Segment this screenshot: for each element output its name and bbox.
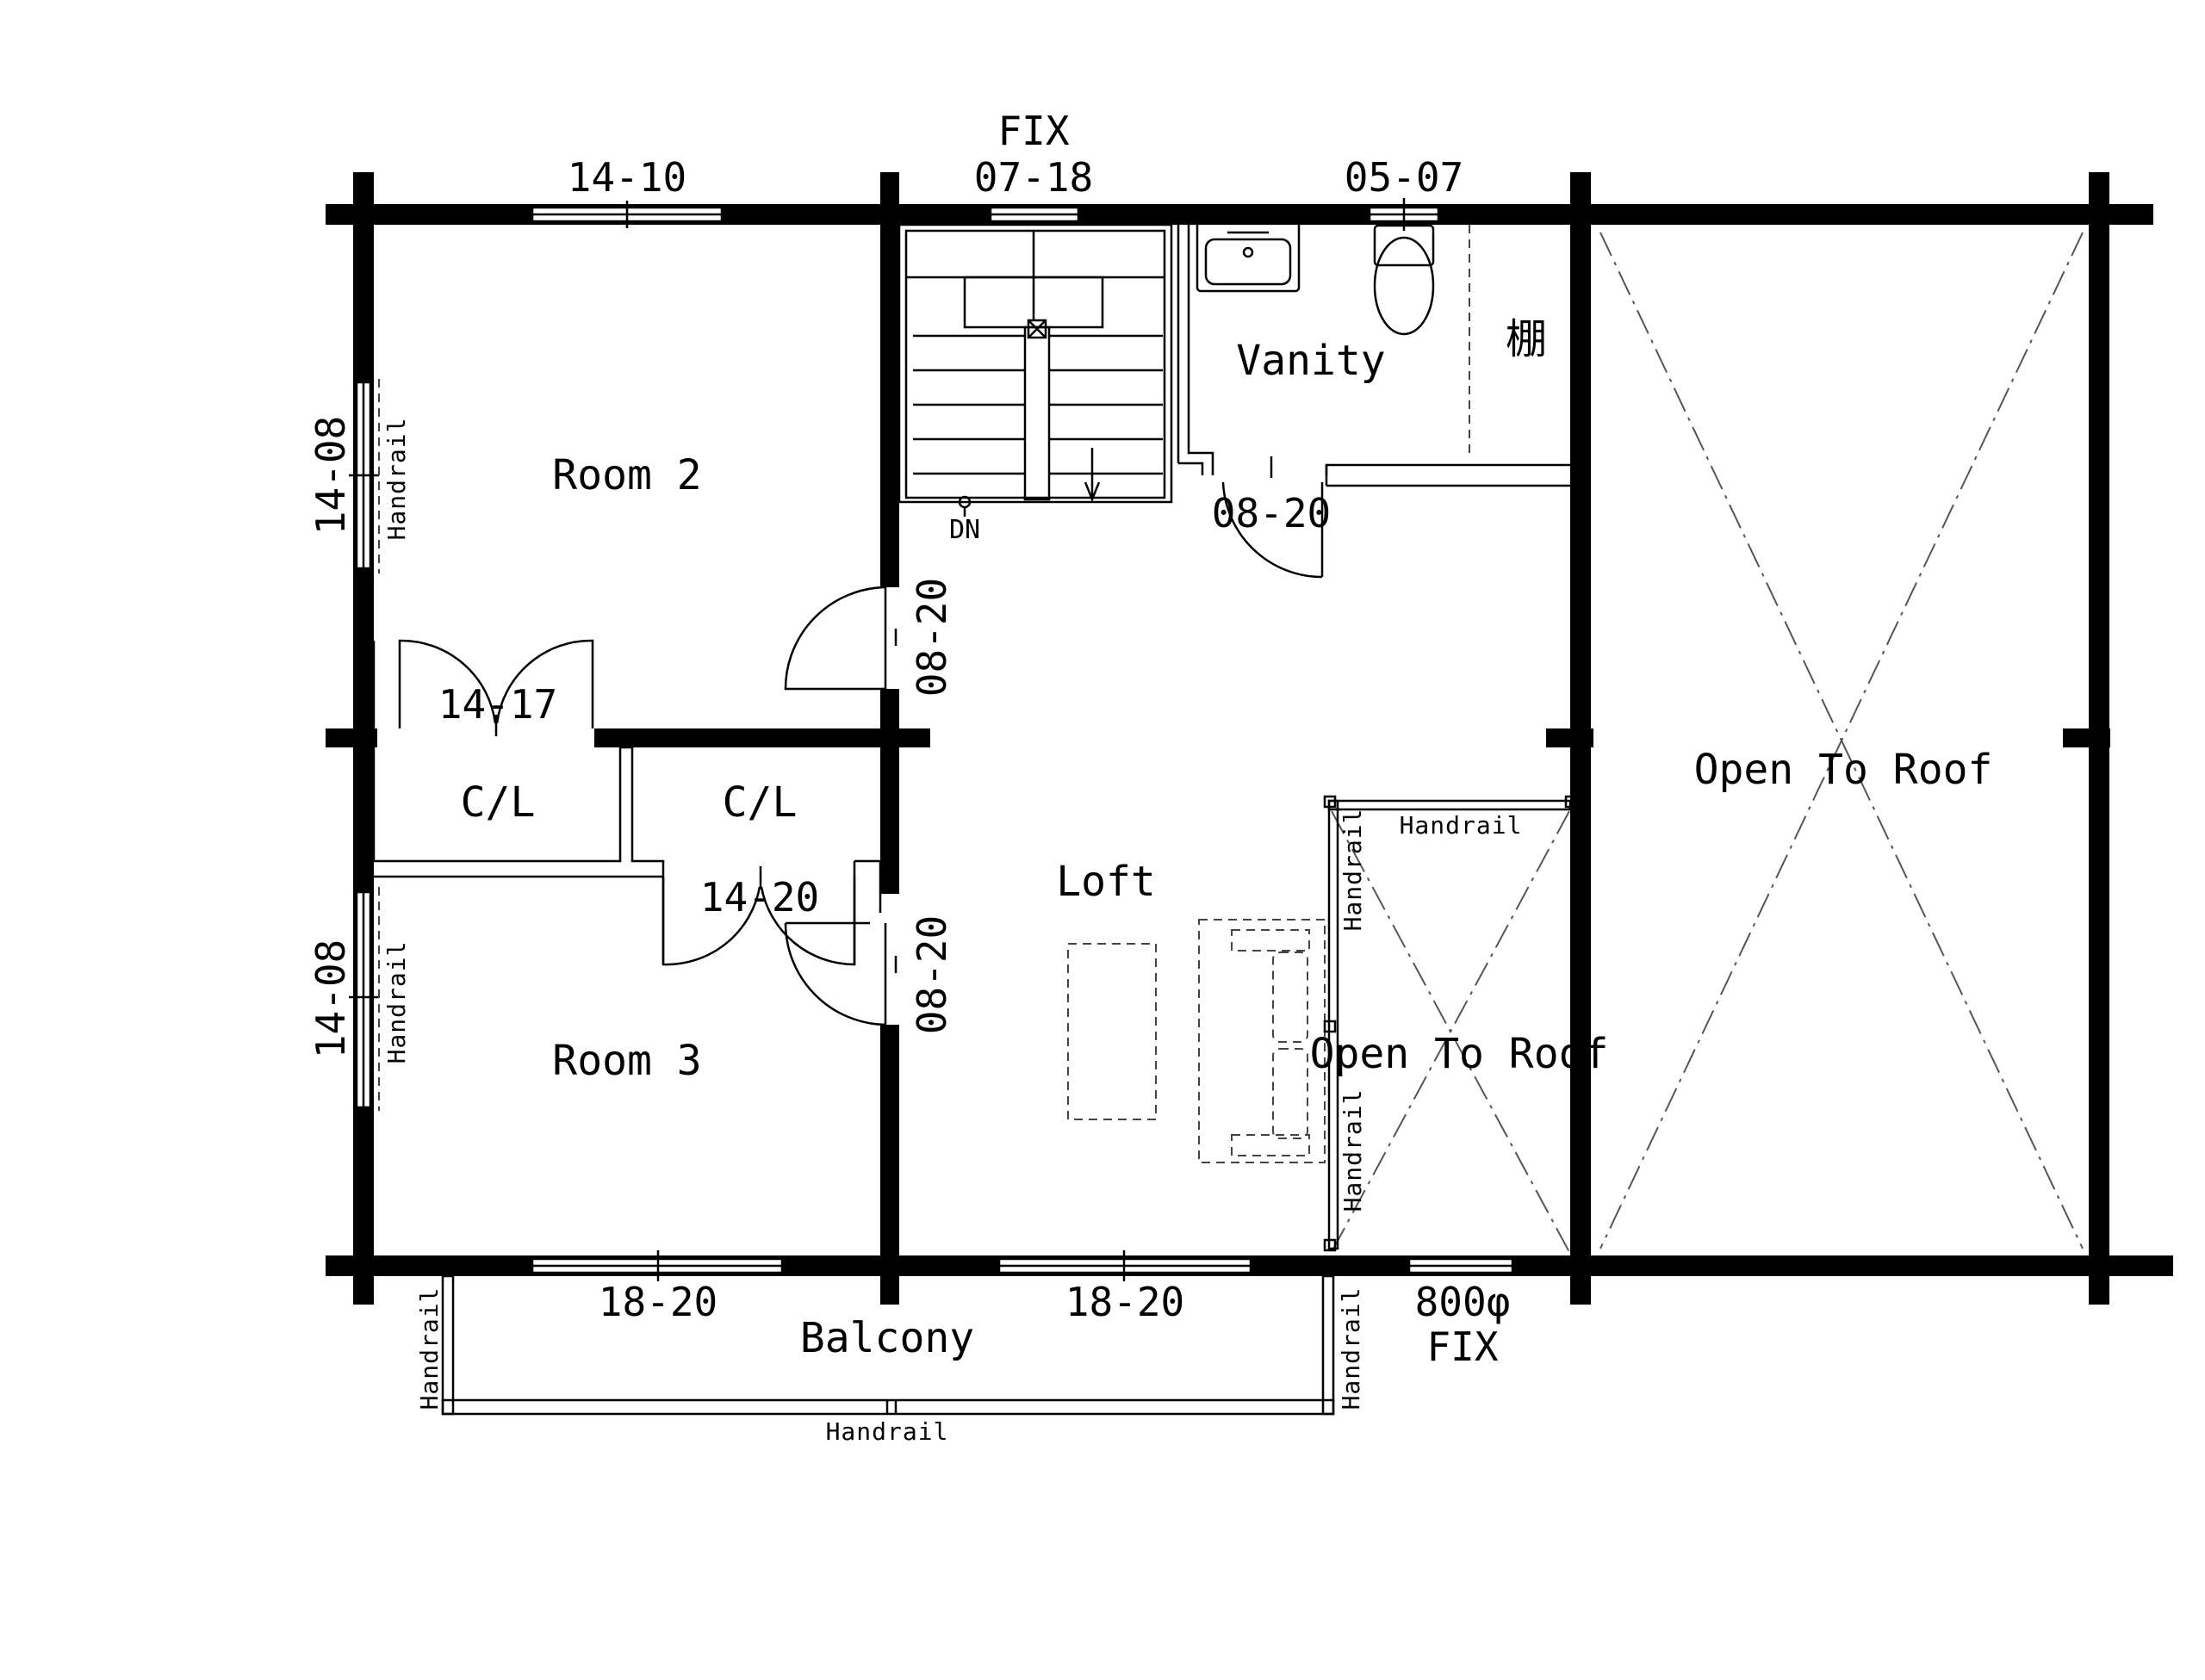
window-round-fix bbox=[1407, 1257, 1514, 1274]
balcony bbox=[441, 1274, 1335, 1416]
room2-loft-wall-upper bbox=[880, 172, 899, 587]
open-small-label: Open To Roof bbox=[1310, 1030, 1609, 1078]
doors bbox=[398, 456, 1324, 1026]
vanity-label: Vanity bbox=[1236, 337, 1385, 385]
dim-stair-top: 07-18 bbox=[974, 154, 1093, 201]
handrail-room3-window: Handrail bbox=[382, 941, 411, 1064]
open-to-roof-large bbox=[1599, 232, 2084, 1249]
handrail-balcony-left: Handrail bbox=[415, 1287, 444, 1410]
window-room2-top bbox=[531, 201, 724, 228]
dim-wc-top: 05-07 bbox=[1345, 154, 1463, 201]
shelf-label: 棚 bbox=[1506, 315, 1547, 363]
dim-door-closet-right: 14-20 bbox=[700, 874, 819, 921]
dim-door-closet-left: 14-17 bbox=[438, 681, 557, 728]
table bbox=[1067, 943, 1157, 1120]
dim-door-vanity: 08-20 bbox=[1212, 490, 1331, 536]
opening-handrails bbox=[1323, 795, 1578, 1252]
window-stair-top bbox=[989, 206, 1080, 223]
dim-door-room2: 08-20 bbox=[909, 578, 955, 697]
room3-loft-wall-lower bbox=[880, 1025, 899, 1305]
door-closet-right bbox=[662, 866, 856, 966]
handrail-balcony-right: Handrail bbox=[1337, 1287, 1365, 1410]
toilet bbox=[1373, 224, 1435, 336]
door-closet-left bbox=[398, 639, 594, 736]
door-vanity bbox=[1221, 456, 1324, 579]
handrail-opening-left-upper: Handrail bbox=[1339, 809, 1367, 932]
room2-loft-wall-mid bbox=[880, 689, 899, 894]
open-to-roof-small bbox=[1331, 810, 1570, 1253]
closet-left-label: C/L bbox=[461, 778, 536, 827]
open-large-label: Open To Roof bbox=[1694, 746, 1993, 794]
dim-round-window: 800φ bbox=[1415, 1279, 1511, 1325]
balcony-label: Balcony bbox=[800, 1314, 974, 1362]
window-wc-top bbox=[1368, 198, 1440, 231]
dim-room2-top: 14-10 bbox=[568, 154, 686, 201]
closet-right-label: C/L bbox=[723, 778, 798, 827]
window-room3-side bbox=[349, 887, 380, 1111]
handrail-labels: Handrail Handrail Handrail Handrail Hand… bbox=[382, 418, 1523, 1446]
sink bbox=[1196, 220, 1301, 293]
loft-label: Loft bbox=[1056, 858, 1156, 906]
dim-bottom-mid: 18-20 bbox=[1065, 1279, 1184, 1325]
left-wall-stub bbox=[326, 728, 377, 747]
handrail-room2-window: Handrail bbox=[382, 418, 411, 541]
exterior-walls bbox=[326, 172, 2173, 1305]
dim-room2-side: 14-08 bbox=[307, 416, 354, 535]
right-wall-stub bbox=[2063, 728, 2110, 747]
dim-fix-label: FIX bbox=[997, 108, 1069, 154]
room3-label: Room 3 bbox=[552, 1037, 701, 1085]
mid-wall-stub bbox=[1546, 728, 1593, 747]
dim-door-room3: 08-20 bbox=[909, 915, 955, 1034]
dimension-labels: 14-10 FIX 07-18 05-07 14-08 14-08 08-20 … bbox=[307, 108, 1510, 1370]
dim-bottom-left: 18-20 bbox=[599, 1279, 717, 1325]
room-labels: Room 2 Room 3 C/L C/L Vanity 棚 Loft Open… bbox=[461, 315, 1993, 1362]
window-bottom-left bbox=[531, 1250, 784, 1281]
sofa bbox=[1198, 919, 1326, 1163]
handrail-opening-left-lower: Handrail bbox=[1339, 1089, 1367, 1212]
loft-furniture bbox=[1067, 919, 1326, 1163]
staircase bbox=[898, 223, 1173, 517]
window-room2-side bbox=[349, 379, 380, 573]
dim-room3-side: 14-08 bbox=[307, 939, 354, 1058]
window-bottom-mid bbox=[997, 1250, 1252, 1281]
dim-round-fix: FIX bbox=[1426, 1324, 1498, 1370]
stair-down-label: DN bbox=[949, 515, 980, 545]
handrail-opening-top: Handrail bbox=[1400, 811, 1523, 840]
room2-label: Room 2 bbox=[552, 451, 701, 499]
door-room2 bbox=[784, 586, 898, 691]
door-room3 bbox=[784, 921, 898, 1026]
handrail-balcony-bottom: Handrail bbox=[826, 1417, 949, 1446]
windows bbox=[349, 198, 1514, 1281]
closet-top-wall bbox=[594, 728, 930, 747]
